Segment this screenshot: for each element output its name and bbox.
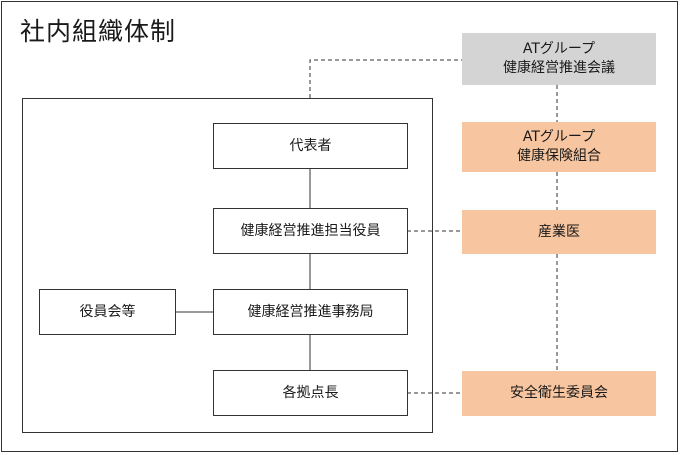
box-safety-committee-label: 安全衛生委員会 bbox=[510, 385, 608, 401]
box-health-officer-label: 健康経営推進担当役員 bbox=[240, 222, 381, 239]
internal-org-frame bbox=[22, 98, 433, 433]
box-representative: 代表者 bbox=[213, 123, 408, 169]
box-at-insurance-line2: 健康保険組合 bbox=[517, 148, 601, 164]
box-board: 役員会等 bbox=[39, 289, 176, 335]
connector-frame-council bbox=[309, 59, 462, 98]
box-at-insurance: ATグループ 健康保険組合 bbox=[462, 122, 656, 172]
box-board-label: 役員会等 bbox=[79, 303, 136, 320]
box-representative-label: 代表者 bbox=[289, 137, 332, 154]
box-at-council: ATグループ 健康経営推進会議 bbox=[462, 33, 656, 85]
box-health-officer: 健康経営推進担当役員 bbox=[213, 208, 408, 254]
box-safety-committee: 安全衛生委員会 bbox=[462, 371, 656, 416]
box-industrial-doctor: 産業医 bbox=[462, 210, 656, 254]
box-site-heads: 各拠点長 bbox=[213, 370, 408, 416]
box-site-heads-label: 各拠点長 bbox=[282, 384, 339, 401]
box-at-council-line2: 健康経営推進会議 bbox=[503, 60, 615, 76]
box-health-office: 健康経営推進事務局 bbox=[213, 289, 408, 335]
box-at-insurance-line1: ATグループ bbox=[522, 129, 596, 145]
box-at-council-line1: ATグループ bbox=[522, 41, 596, 57]
page-title: 社内組織体制 bbox=[20, 17, 177, 46]
box-health-office-label: 健康経営推進事務局 bbox=[247, 303, 374, 320]
box-industrial-doctor-label: 産業医 bbox=[538, 223, 580, 240]
